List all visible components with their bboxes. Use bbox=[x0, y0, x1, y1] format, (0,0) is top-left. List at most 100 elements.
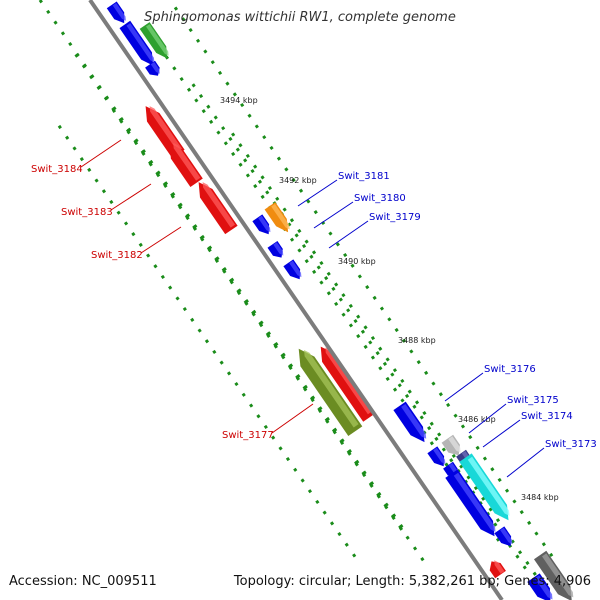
gene-label-swit-3174[interactable]: Swit_3174 bbox=[521, 411, 573, 422]
gc-dot bbox=[250, 168, 255, 174]
gene-swit-3173[interactable] bbox=[459, 453, 510, 521]
gene-arrow-highlight bbox=[289, 260, 302, 278]
gene-arrow[interactable] bbox=[119, 20, 155, 66]
gc-dot bbox=[203, 49, 208, 54]
gc-dot bbox=[481, 496, 486, 501]
gc-dot bbox=[304, 259, 309, 264]
gene-arrow-highlight bbox=[467, 456, 510, 516]
gc-dot bbox=[306, 199, 311, 204]
gc-dot bbox=[238, 143, 243, 148]
gene-swit-3177[interactable] bbox=[298, 348, 363, 436]
gene-arrow[interactable] bbox=[427, 446, 446, 467]
gc-dot bbox=[234, 382, 239, 387]
gc-dot bbox=[179, 76, 184, 82]
gene-arrow-highlight bbox=[112, 3, 126, 21]
gc-dot bbox=[420, 557, 425, 562]
gc-dot bbox=[297, 228, 302, 234]
gene-swit-3179[interactable] bbox=[283, 259, 302, 280]
gene-arrow[interactable] bbox=[145, 60, 160, 76]
gene-swit-3183[interactable] bbox=[169, 142, 203, 187]
gc-dot bbox=[346, 308, 351, 313]
gc-dot bbox=[326, 291, 331, 296]
gc-dot bbox=[201, 109, 206, 114]
gc-dot bbox=[287, 222, 292, 227]
gene-arrow-highlight bbox=[433, 447, 446, 465]
gene-arrow-body bbox=[445, 469, 495, 537]
gene-swit-3176[interactable] bbox=[393, 401, 427, 443]
gene-label-swit-3173[interactable]: Swit_3173 bbox=[545, 439, 597, 450]
gene-arrow[interactable] bbox=[489, 560, 506, 579]
gene-arrow-highlight bbox=[448, 436, 461, 453]
gc-dot bbox=[444, 462, 449, 467]
gc-dot bbox=[497, 477, 502, 483]
gene-label-swit-3177[interactable]: Swit_3177 bbox=[222, 430, 274, 441]
gc-dot bbox=[267, 186, 273, 191]
gc-dot bbox=[72, 146, 77, 151]
gc-dot bbox=[256, 414, 261, 419]
gc-dot bbox=[241, 392, 246, 397]
gene-swit-3180[interactable] bbox=[252, 214, 271, 235]
gc-dot bbox=[213, 115, 218, 120]
gc-dot bbox=[360, 329, 366, 334]
gc-dot bbox=[74, 53, 79, 58]
gc-dot bbox=[275, 196, 280, 201]
gc-dot bbox=[307, 489, 313, 494]
gene-label-swit-3182[interactable]: Swit_3182 bbox=[91, 250, 143, 261]
gene-label-swit-3180[interactable]: Swit_3180 bbox=[354, 193, 406, 204]
gc-content-track bbox=[38, 0, 554, 587]
gene-arrow-highlight bbox=[149, 106, 182, 152]
gene-arrow[interactable] bbox=[106, 1, 126, 24]
gc-dot bbox=[375, 351, 380, 356]
gc-dot bbox=[446, 402, 451, 408]
gc-dot bbox=[244, 301, 249, 306]
gc-dot bbox=[344, 542, 349, 547]
gc-dot bbox=[527, 520, 532, 525]
gene-label-swit-3175[interactable]: Swit_3175 bbox=[507, 395, 559, 406]
gene-label-swit-3181[interactable]: Swit_3181 bbox=[338, 171, 390, 182]
gc-dot bbox=[363, 344, 368, 349]
gc-dot bbox=[341, 312, 346, 317]
gene-swit-3175[interactable] bbox=[441, 434, 461, 456]
gene-swit-3182[interactable] bbox=[198, 182, 238, 235]
gc-dot bbox=[123, 221, 129, 226]
gc-dot bbox=[133, 140, 139, 146]
gc-dot bbox=[228, 136, 233, 142]
gene-arrow[interactable] bbox=[527, 573, 553, 600]
gc-dot bbox=[441, 447, 446, 452]
gc-dot bbox=[407, 389, 412, 394]
gc-dot bbox=[222, 269, 227, 274]
gc-dot bbox=[369, 483, 374, 488]
gene-label-swit-3179[interactable]: Swit_3179 bbox=[369, 212, 421, 223]
gene-arrow-body bbox=[267, 241, 283, 258]
gc-dot bbox=[398, 526, 404, 531]
gc-dot bbox=[412, 404, 417, 409]
gene-arrow[interactable] bbox=[139, 22, 169, 59]
gc-dot bbox=[195, 38, 201, 43]
gc-dot bbox=[334, 282, 339, 287]
gene-label-swit-3183[interactable]: Swit_3183 bbox=[61, 207, 113, 218]
gc-dot bbox=[293, 467, 298, 472]
gc-dot bbox=[141, 151, 146, 156]
gc-dot bbox=[517, 550, 523, 555]
gc-dot bbox=[519, 510, 524, 515]
gene-arrow[interactable] bbox=[534, 550, 574, 600]
gene-label-swit-3184[interactable]: Swit_3184 bbox=[31, 164, 83, 175]
gc-dot bbox=[356, 314, 361, 319]
gc-dot bbox=[210, 60, 215, 65]
gc-dot bbox=[392, 387, 398, 392]
gc-dot bbox=[281, 355, 286, 360]
gene-label-leader bbox=[468, 403, 507, 434]
gene-arrow[interactable] bbox=[445, 469, 496, 537]
gc-dot bbox=[225, 81, 230, 86]
gene-arrow[interactable] bbox=[494, 526, 513, 547]
gc-dot bbox=[260, 194, 265, 199]
gene-label-swit-3176[interactable]: Swit_3176 bbox=[484, 364, 536, 375]
gene-swit-3181[interactable] bbox=[264, 202, 290, 233]
gc-dot bbox=[254, 124, 259, 129]
gc-dot bbox=[262, 135, 267, 140]
forward-gene-labels bbox=[297, 179, 545, 478]
gc-dot bbox=[504, 488, 510, 493]
gene-arrow-body bbox=[283, 259, 301, 280]
gene-arrow[interactable] bbox=[267, 241, 284, 258]
gc-dot bbox=[468, 435, 473, 440]
